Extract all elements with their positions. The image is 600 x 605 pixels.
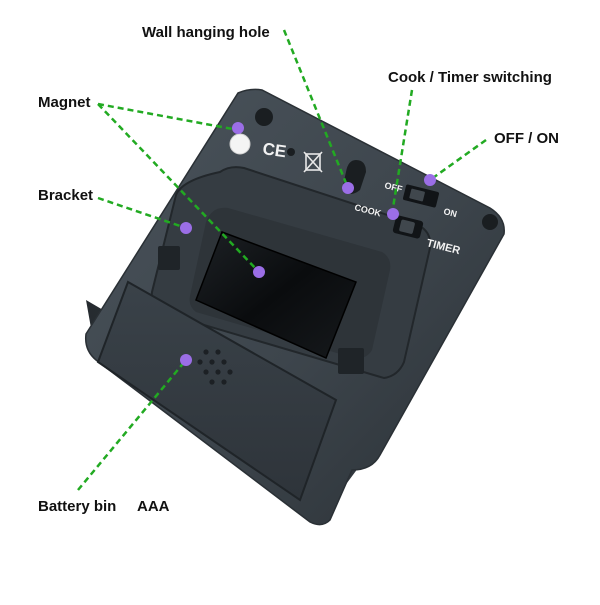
leader-cook-timer bbox=[390, 89, 414, 215]
callout-markers bbox=[180, 122, 436, 366]
callout-leader-lines bbox=[77, 29, 487, 491]
leader-magnet-1 bbox=[97, 102, 239, 132]
battery-bin-vent-holes bbox=[197, 349, 233, 385]
marker-magnet-screen bbox=[253, 266, 265, 278]
leader-off-on bbox=[429, 138, 487, 182]
label-bracket: Bracket bbox=[38, 187, 94, 204]
label-battery-type: AAA bbox=[137, 498, 170, 515]
battery-bin-cover bbox=[96, 280, 338, 502]
label-battery-bin: Battery bin bbox=[38, 498, 117, 515]
marker-bracket bbox=[180, 222, 192, 234]
label-magnet: Magnet bbox=[38, 94, 91, 111]
bracket-clip-right bbox=[338, 348, 364, 374]
off-on-switch-knob bbox=[409, 188, 425, 202]
marker-off-on bbox=[424, 174, 436, 186]
on-marking: ON bbox=[443, 206, 459, 219]
cook-timer-switch-knob bbox=[399, 219, 415, 234]
magnet-disc bbox=[229, 133, 251, 155]
leader-wall-hanging-hole bbox=[282, 29, 350, 189]
recycle-bin-icon bbox=[303, 151, 323, 173]
magnet-hole-left bbox=[255, 108, 273, 126]
leader-battery-bin bbox=[77, 359, 187, 491]
screw-right bbox=[482, 214, 498, 230]
marker-magnet-top bbox=[232, 122, 244, 134]
off-marking: OFF bbox=[384, 180, 404, 194]
label-off-on: OFF / ON bbox=[494, 130, 559, 147]
hanging-hole-small bbox=[287, 148, 295, 156]
ce-mark: CE bbox=[261, 139, 287, 161]
marker-battery-bin bbox=[180, 354, 192, 366]
lcd-screen bbox=[195, 231, 357, 360]
leader-magnet-2 bbox=[97, 103, 260, 273]
bracket-clip-left bbox=[158, 246, 180, 270]
leader-bracket bbox=[97, 196, 187, 230]
marker-cook-timer bbox=[387, 208, 399, 220]
marker-wall-hanging-hole bbox=[342, 182, 354, 194]
label-cook-timer-switching: Cook / Timer switching bbox=[388, 69, 552, 86]
label-wall-hanging-hole: Wall hanging hole bbox=[142, 24, 270, 41]
